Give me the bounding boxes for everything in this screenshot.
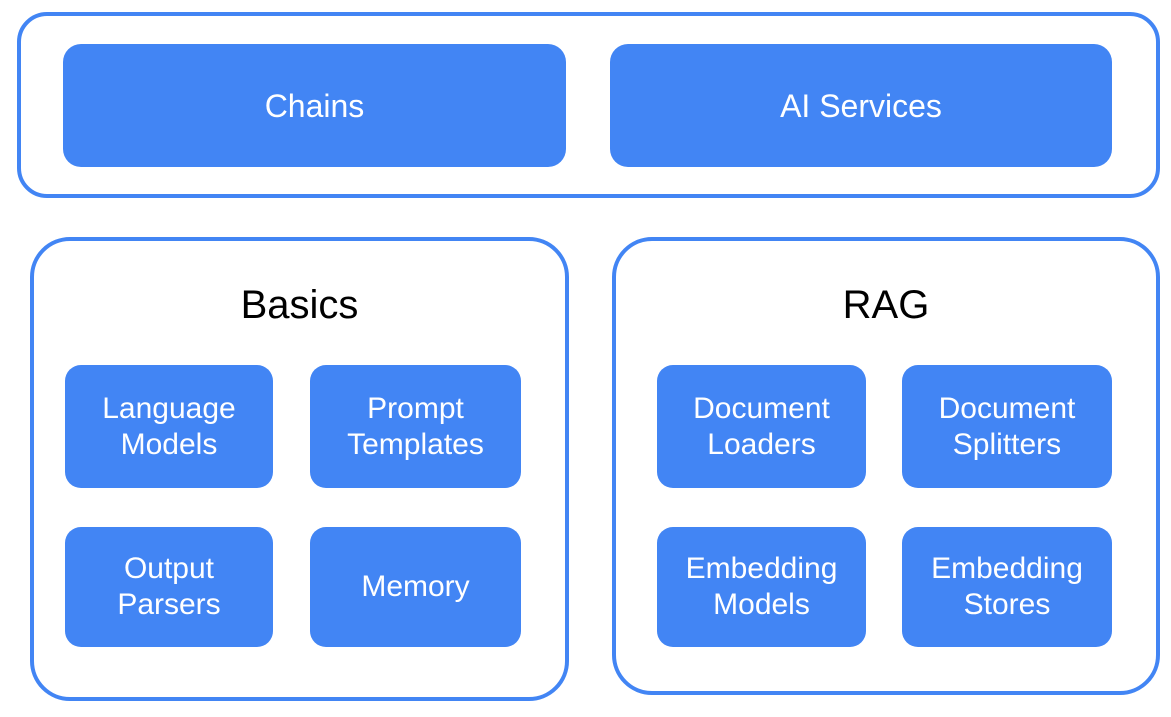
node-language-models-label: Language Models	[102, 391, 236, 461]
node-output-parsers-label: Output Parsers	[117, 552, 221, 621]
node-prompt-templates-label: Prompt Templates	[347, 391, 484, 461]
node-embedding-models-label: Embedding Models	[685, 552, 838, 621]
node-language-models[interactable]: Language Models	[65, 365, 273, 488]
node-ai-services[interactable]: AI Services	[610, 44, 1112, 167]
node-embedding-models[interactable]: Embedding Models	[657, 527, 866, 647]
node-document-splitters-label: Document Splitters	[938, 391, 1076, 461]
group-title-rag: RAG	[842, 283, 930, 327]
node-chains[interactable]: Chains	[63, 44, 566, 167]
group-container-rag: RAG Document Loaders Document Splitters …	[612, 237, 1160, 695]
node-memory[interactable]: Memory	[310, 527, 521, 647]
node-embedding-stores[interactable]: Embedding Stores	[902, 527, 1112, 647]
group-title-basics: Basics	[240, 283, 359, 327]
node-document-splitters[interactable]: Document Splitters	[902, 365, 1112, 488]
node-document-loaders-label: Document Loaders	[693, 391, 830, 461]
group-container-top: Chains AI Services	[17, 12, 1160, 198]
node-document-loaders[interactable]: Document Loaders	[657, 365, 866, 488]
node-prompt-templates[interactable]: Prompt Templates	[310, 365, 521, 488]
node-ai-services-label: AI Services	[780, 87, 942, 124]
node-memory-label: Memory	[361, 570, 470, 603]
node-output-parsers[interactable]: Output Parsers	[65, 527, 273, 647]
group-container-basics: Basics Language Models Prompt Templates …	[30, 237, 569, 701]
node-chains-label: Chains	[264, 87, 365, 124]
node-embedding-stores-label: Embedding Stores	[931, 552, 1083, 621]
